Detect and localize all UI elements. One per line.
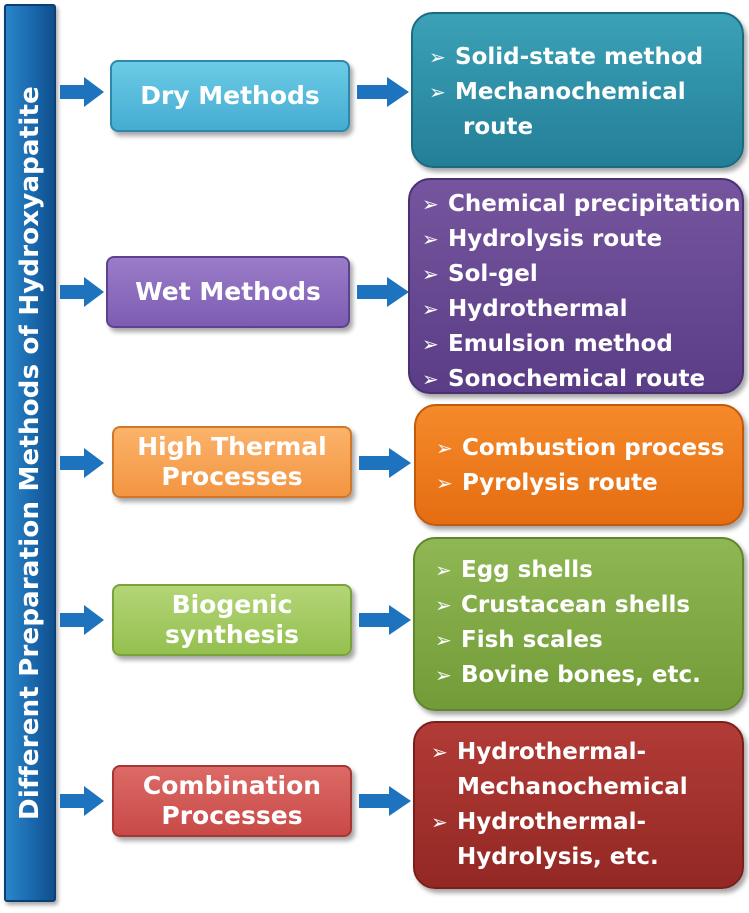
category-line: Processes [161, 801, 303, 830]
bullet-arrow-icon: ➢ [429, 45, 446, 69]
category-combination-processes: Combination Processes [112, 765, 352, 837]
category-biogenic-synthesis: Biogenic synthesis [112, 584, 352, 656]
arrow-icon [60, 77, 104, 107]
list-item: ➢Fish scales [429, 623, 734, 658]
category-line: Biogenic [171, 590, 293, 619]
category-line: Processes [161, 462, 303, 491]
details-biogenic-synthesis: ➢Egg shells ➢Crustacean shells ➢Fish sca… [413, 537, 744, 711]
bullet-arrow-icon: ➢ [431, 810, 448, 834]
bullet-arrow-icon: ➢ [436, 436, 453, 460]
list-item: ➢Combustion process [430, 431, 734, 466]
list-item: ➢Chemical precipitation [416, 187, 741, 222]
arrow-icon [359, 448, 411, 478]
details-wet-methods: ➢Chemical precipitation ➢Hydrolysis rout… [408, 178, 744, 394]
category-line: Dry Methods [140, 81, 320, 110]
category-line: Wet Methods [135, 277, 321, 306]
bullet-arrow-icon: ➢ [435, 628, 452, 652]
bullet-arrow-icon: ➢ [435, 663, 452, 687]
bullet-arrow-icon: ➢ [429, 80, 446, 104]
bullet-arrow-icon: ➢ [435, 593, 452, 617]
category-dry-methods: Dry Methods [110, 60, 350, 132]
arrow-icon [60, 448, 104, 478]
list-item: ➢Hydrothermal-Hydrolysis, etc. [425, 805, 734, 875]
list-item: ➢Hydrothermal [416, 292, 738, 327]
list-item: ➢Crustacean shells [429, 588, 734, 623]
bullet-arrow-icon: ➢ [422, 192, 439, 216]
bullet-arrow-icon: ➢ [422, 262, 439, 286]
arrow-icon [60, 786, 104, 816]
category-high-thermal-processes: High Thermal Processes [112, 426, 352, 498]
details-combination-processes: ➢Hydrothermal-Mechanochemical ➢Hydrother… [413, 721, 744, 889]
category-line: synthesis [164, 620, 299, 649]
title-bar: Different Preparation Methods of Hydroxy… [4, 4, 56, 902]
list-item: ➢Sol-gel [416, 257, 738, 292]
bullet-arrow-icon: ➢ [422, 367, 439, 391]
arrow-icon [357, 77, 409, 107]
arrow-icon [357, 277, 409, 307]
bullet-arrow-icon: ➢ [431, 740, 448, 764]
list-item: ➢Pyrolysis route [430, 466, 734, 501]
arrow-icon [60, 277, 104, 307]
details-high-thermal-processes: ➢Combustion process ➢Pyrolysis route [414, 404, 744, 526]
list-item: ➢Bovine bones, etc. [429, 658, 734, 693]
category-line: High Thermal [137, 432, 327, 461]
category-wet-methods: Wet Methods [106, 256, 350, 328]
arrow-icon [359, 605, 411, 635]
bullet-arrow-icon: ➢ [436, 471, 453, 495]
list-item: ➢Solid-state method [423, 40, 732, 75]
list-item: ➢Sonochemical route [416, 362, 738, 397]
list-item: ➢Hydrolysis route [416, 222, 738, 257]
bullet-arrow-icon: ➢ [422, 227, 439, 251]
list-item: ➢Hydrothermal-Mechanochemical [425, 735, 734, 805]
list-item: ➢Egg shells [429, 553, 734, 588]
bullet-arrow-icon: ➢ [422, 297, 439, 321]
diagram-title: Different Preparation Methods of Hydroxy… [15, 86, 45, 820]
list-item: ➢Emulsion method [416, 327, 738, 362]
bullet-arrow-icon: ➢ [422, 332, 439, 356]
arrow-icon [60, 605, 104, 635]
bullet-arrow-icon: ➢ [435, 558, 452, 582]
category-line: Combination [142, 771, 322, 800]
arrow-icon [359, 786, 411, 816]
